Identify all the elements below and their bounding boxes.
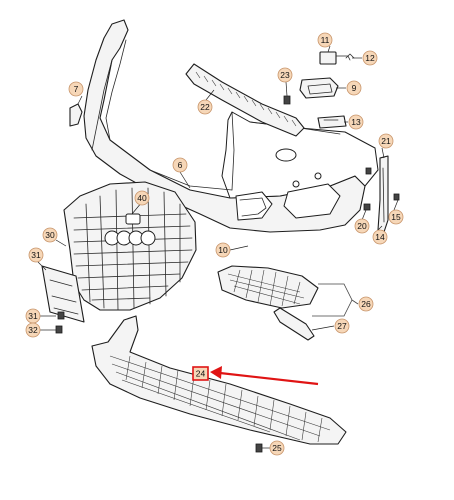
callout-label: 15 (391, 212, 401, 222)
callout-20: 20 (354, 218, 370, 234)
callout-32: 32 (25, 322, 41, 338)
callout-25: 25 (269, 440, 285, 456)
callout-label: 31 (31, 250, 41, 260)
callout-label: 14 (375, 232, 385, 242)
callout-11: 11 (317, 32, 333, 48)
callout-label: 20 (357, 221, 367, 231)
callout-10: 10 (215, 242, 231, 258)
callout-31-lower: 31 (25, 308, 41, 324)
callout-label: 31 (28, 311, 38, 321)
fog-lamp-grille (217, 265, 319, 341)
callout-label: 7 (74, 84, 79, 94)
callout-label: 11 (321, 35, 330, 45)
side-bracket (363, 155, 400, 233)
callout-40: 40 (134, 190, 150, 206)
callout-label: 6 (178, 160, 183, 170)
callout-31-upper: 31 (28, 247, 44, 263)
callout-22: 22 (197, 99, 213, 115)
license-plate-holder (41, 265, 85, 334)
callout-9: 9 (346, 80, 362, 96)
callout-14: 14 (372, 229, 388, 245)
callout-label: 32 (28, 325, 38, 335)
callout-27: 27 (334, 318, 350, 334)
callout-label: 27 (337, 321, 347, 331)
callout-label: 26 (361, 299, 371, 309)
sensor-bracket-parts (283, 51, 355, 129)
callout-label: 9 (352, 83, 357, 93)
lower-spoiler-grille (91, 315, 347, 453)
callout-label: 22 (200, 102, 210, 112)
callout-15: 15 (388, 209, 404, 225)
clip-part (69, 103, 83, 127)
upper-reinforcement-bar (185, 63, 305, 137)
radiator-grille (63, 181, 197, 311)
callout-label: 12 (365, 53, 375, 63)
highlight-label: 24 (196, 369, 206, 379)
highlight-arrow (210, 366, 319, 386)
callout-6: 6 (172, 157, 188, 173)
callout-label: 13 (351, 117, 361, 127)
callout-26: 26 (358, 296, 374, 312)
highlight-callout-24: 24 (192, 366, 209, 381)
callout-label: 25 (272, 443, 282, 453)
callout-label: 40 (137, 193, 147, 203)
callout-21: 21 (378, 133, 394, 149)
callout-30: 30 (42, 227, 58, 243)
callout-label: 23 (280, 70, 290, 80)
callout-label: 10 (218, 245, 228, 255)
callout-label: 30 (45, 230, 55, 240)
callout-label: 21 (381, 136, 391, 146)
callout-23: 23 (277, 67, 293, 83)
callout-12: 12 (362, 50, 378, 66)
callout-13: 13 (348, 114, 364, 130)
callout-7: 7 (68, 81, 84, 97)
